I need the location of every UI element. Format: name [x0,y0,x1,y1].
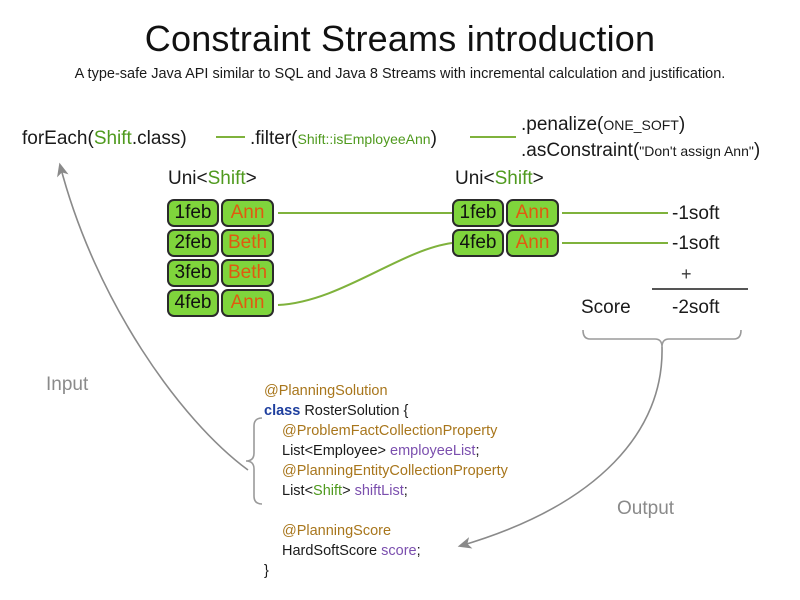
output-label: Output [617,498,675,519]
shift-date-cell: 2feb [167,229,219,257]
shift-date-cell: 4feb [452,229,504,257]
as-constraint-prefix: .asConstraint( [521,140,640,161]
shift-employee-cell: Beth [221,229,274,257]
penalty-label-2: -1soft [672,233,720,254]
as-constraint-suffix: ) [753,140,761,161]
closing-brace: } [264,563,269,579]
expression-for-each: forEach(Shift.class) [22,128,187,150]
field-semicolon: ; [416,543,421,559]
shift-employee-cell: Ann [506,229,559,257]
for-each-type: Shift [93,128,132,149]
field-type-suffix: > [342,483,355,499]
penalize-suffix: ) [678,114,686,135]
code-annotation: @PlanningScore [264,521,508,541]
shift-employee-cell: Ann [221,199,274,227]
annotation-text: @PlanningSolution [264,383,388,399]
class-name: RosterSolution { [300,403,409,419]
score-brace [582,329,742,348]
field-semicolon: ; [403,483,408,499]
annotation-text: @ProblemFactCollectionProperty [282,423,498,439]
score-label: Score [581,297,631,318]
expression-penalize: .penalize(ONE_SOFT) [521,114,685,136]
field-generic-type: Shift [313,483,343,499]
domain-model-code: @PlanningSolution class RosterSolution { @… [264,381,508,581]
code-field: List<Shift> shiftList; [264,481,508,501]
filter-type: Shift [297,131,326,147]
score-total: -2soft [672,297,720,318]
uni-right-suffix: > [532,168,544,189]
code-annotation: @PlanningEntityCollectionProperty [264,461,508,481]
filter-method: ::isEmployeeAnn [325,131,431,147]
stream-label-right: Uni<Shift> [455,168,544,190]
filter-suffix: ) [430,128,437,149]
field-name: employeeList [390,443,476,459]
for-each-prefix: forEach( [22,128,94,149]
annotation-text: @PlanningEntityCollectionProperty [282,463,508,479]
expression-filter: .filter(Shift::isEmployeeAnn) [250,128,437,150]
score-divider [652,288,748,290]
code-class-declaration: class RosterSolution { [264,401,508,421]
code-field: List<Employee> employeeList; [264,441,508,461]
stream-label-left: Uni<Shift> [168,168,257,190]
expression-as-constraint: .asConstraint("Don't assign Ann") [521,140,760,162]
shift-date-cell: 1feb [452,199,504,227]
page-subtitle: A type-safe Java API similar to SQL and … [74,66,726,82]
shift-date-cell: 4feb [167,289,219,317]
uni-left-prefix: Uni< [168,168,208,189]
code-brace [245,417,263,505]
shift-date-cell: 3feb [167,259,219,287]
shift-date-cell: 1feb [167,199,219,227]
field-type-prefix: List< [282,483,314,499]
page-title: Constraint Streams introduction [144,18,656,59]
filter-prefix: .filter( [250,128,298,149]
field-name: score [381,543,417,559]
shift-employee-cell: Beth [221,259,274,287]
uni-left-type: Shift [207,168,246,189]
shift-employee-cell: Ann [221,289,274,317]
penalize-prefix: .penalize( [521,114,604,135]
uni-left-suffix: > [245,168,257,189]
code-annotation: @ProblemFactCollectionProperty [264,421,508,441]
field-type: List<Employee> [282,443,391,459]
penalty-label-1: -1soft [672,203,720,224]
input-label: Input [46,374,89,395]
code-blank-line [264,501,508,521]
uni-right-type: Shift [494,168,533,189]
flow-curve-row4 [277,242,453,306]
as-constraint-arg: "Don't assign Ann" [639,143,754,159]
for-each-suffix: .class) [131,128,187,149]
annotation-text: @PlanningScore [282,523,392,539]
code-annotation: @PlanningSolution [264,381,508,401]
uni-right-prefix: Uni< [455,168,495,189]
shift-employee-cell: Ann [506,199,559,227]
code-closing-brace: } [264,561,508,581]
code-field: HardSoftScore score; [264,541,508,561]
class-keyword: class [264,403,301,419]
penalize-arg: ONE_SOFT [603,117,679,133]
score-operator: + [681,264,692,284]
field-name: shiftList [354,483,404,499]
field-type: HardSoftScore [282,543,382,559]
field-semicolon: ; [475,443,480,459]
